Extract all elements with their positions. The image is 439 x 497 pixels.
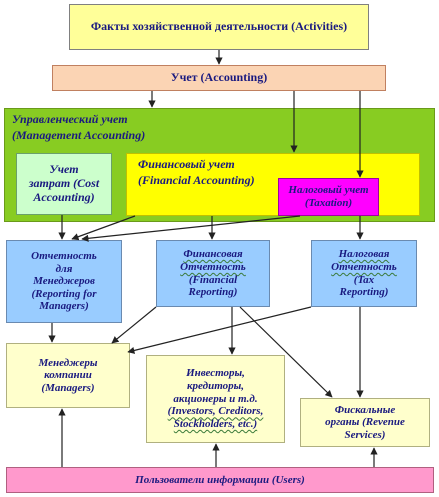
cost-accounting-line-1: Учет bbox=[49, 162, 79, 177]
financial-reporting-box: Финансовая Отчетность (Financial Reporti… bbox=[156, 240, 270, 307]
fiscal-box: Фискальные органы (Revenue Services) bbox=[300, 398, 430, 447]
financial-reporting-line-4: Reporting) bbox=[188, 286, 238, 299]
financial-reporting-line-1: Финансовая bbox=[183, 248, 243, 261]
reporting-managers-line-2: для bbox=[55, 262, 73, 275]
financial-accounting-title: Финансовый учет bbox=[138, 157, 235, 171]
accounting-label: Учет (Accounting) bbox=[170, 70, 268, 85]
financial-accounting-subtitle: (Financial Accounting) bbox=[138, 173, 255, 188]
tax-reporting-line-4: Reporting) bbox=[339, 286, 389, 299]
arrow-tr-managers bbox=[127, 306, 312, 354]
managers-line-2: компании bbox=[44, 369, 92, 382]
activities-box: Факты хозяйственной деятельности (Activi… bbox=[69, 4, 369, 50]
investors-line-2: кредиторы, bbox=[186, 380, 245, 393]
management-accounting-label: Управленческий учет (Management Accounti… bbox=[12, 111, 182, 143]
tax-reporting-line-1: Налоговая bbox=[338, 248, 390, 261]
fiscal-line-1: Фискальные bbox=[334, 403, 396, 416]
cost-accounting-box: Учет затрат (Cost Accounting) bbox=[16, 153, 112, 215]
tax-reporting-line-2: Отчетность bbox=[331, 260, 397, 273]
managers-line-3: (Managers) bbox=[41, 381, 95, 394]
investors-line-1: Инвесторы, bbox=[186, 367, 245, 380]
cost-accounting-line-3: Accounting) bbox=[33, 189, 95, 204]
financial-accounting-label: Финансовый учет (Financial Accounting) bbox=[138, 156, 278, 188]
reporting-managers-line-5: Managers) bbox=[39, 300, 89, 313]
tax-reporting-box: Налоговая Отчетность (Tax Reporting) bbox=[311, 240, 417, 307]
users-label: Пользователи информации (Users) bbox=[135, 473, 305, 486]
reporting-managers-box: Отчетность для Менеджеров (Reporting for… bbox=[6, 240, 122, 323]
taxation-line-1: Налоговый учет bbox=[288, 184, 369, 197]
investors-line-3: акционеры и т.д. bbox=[173, 392, 258, 405]
reporting-managers-line-4: (Reporting for bbox=[31, 287, 97, 300]
activities-label: Факты хозяйственной деятельности (Activi… bbox=[90, 19, 348, 34]
reporting-managers-line-1: Отчетность bbox=[31, 249, 97, 262]
accounting-box: Учет (Accounting) bbox=[52, 65, 386, 91]
investors-line-4: (Investors, Creditors, bbox=[167, 405, 264, 418]
taxation-line-2: (Taxation) bbox=[304, 197, 353, 209]
managers-box: Менеджеры компании (Managers) bbox=[6, 343, 130, 408]
reporting-managers-line-3: Менеджеров bbox=[33, 275, 95, 288]
tax-reporting-line-3: (Tax bbox=[353, 273, 375, 286]
fiscal-line-2: органы (Revenue bbox=[325, 416, 405, 429]
users-box: Пользователи информации (Users) bbox=[6, 467, 434, 493]
fiscal-line-3: Services) bbox=[344, 428, 386, 441]
management-accounting-title: Управленческий учет bbox=[12, 112, 128, 126]
managers-line-1: Менеджеры bbox=[38, 356, 98, 369]
financial-reporting-line-3: (Financial bbox=[188, 273, 238, 286]
taxation-box: Налоговый учет (Taxation) bbox=[278, 178, 379, 216]
investors-box: Инвесторы, кредиторы, акционеры и т.д. (… bbox=[146, 355, 285, 443]
cost-accounting-line-2: затрат (Cost bbox=[28, 176, 100, 191]
management-accounting-subtitle: (Management Accounting) bbox=[12, 128, 146, 143]
investors-line-5: Stockholders, etc.) bbox=[173, 417, 258, 430]
financial-reporting-line-2: Отчетность bbox=[180, 260, 246, 273]
